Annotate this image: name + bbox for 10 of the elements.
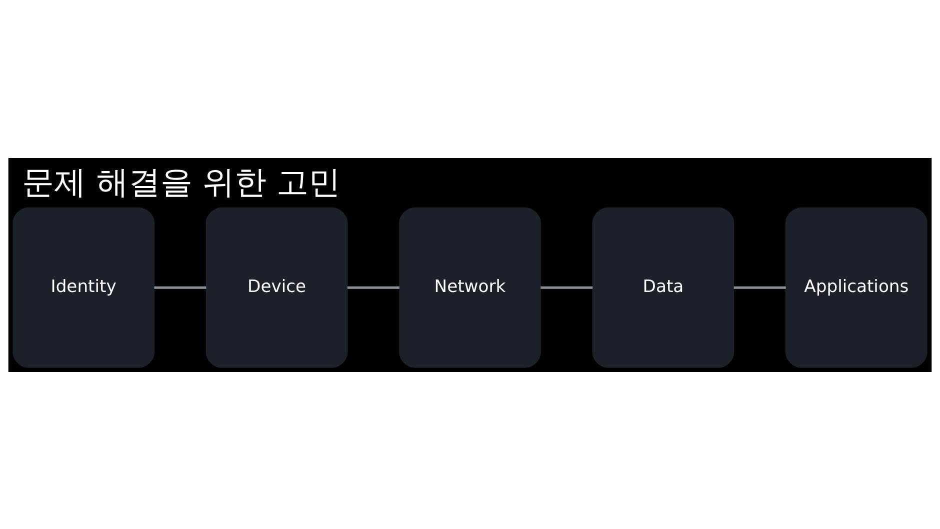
connector (734, 286, 786, 288)
connector (154, 286, 206, 288)
node-box: Identity (12, 207, 154, 368)
diagram-title: 문제 해결을 위한 고민 (22, 164, 341, 201)
connector (347, 286, 400, 288)
node-box: Applications (786, 207, 928, 368)
node-box: Device (206, 207, 348, 368)
connector (540, 286, 593, 288)
node-box: Data (592, 207, 734, 368)
node-box: Network (399, 207, 541, 368)
